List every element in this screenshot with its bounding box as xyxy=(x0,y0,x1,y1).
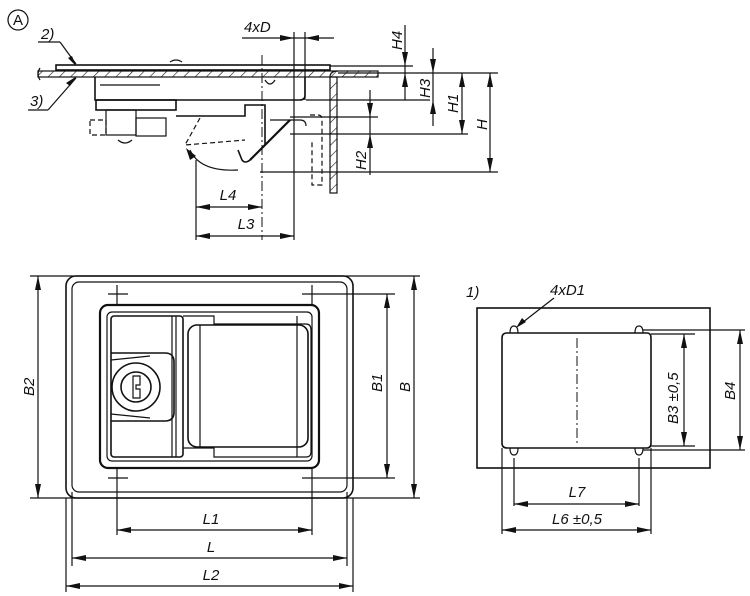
callout-2: 2) xyxy=(40,26,54,43)
recess xyxy=(98,303,321,470)
dim-L-label: L xyxy=(207,539,215,556)
dim-B3-label: B3 ±0,5 xyxy=(665,372,682,424)
dim-L3-label: L3 xyxy=(238,216,255,233)
hole-center-marks xyxy=(108,285,395,535)
dim-L6: L6 ±0,5 xyxy=(502,511,651,533)
flange-plate xyxy=(55,64,331,71)
hole xyxy=(509,325,519,334)
arrowhead xyxy=(66,76,77,86)
mounting-holes xyxy=(509,325,644,456)
dim-H: H xyxy=(474,73,493,172)
latch-hidden-position xyxy=(310,114,323,186)
dim-L7: L7 xyxy=(514,484,639,507)
handle-tip xyxy=(169,59,183,63)
screw-head xyxy=(264,79,276,85)
dim-4xD-label: 4xD xyxy=(244,19,271,36)
rotation-arc xyxy=(189,149,239,171)
dim-L4: L4 xyxy=(196,187,262,210)
dim-H4-label: H4 xyxy=(389,31,406,50)
dim-B3: B3 ±0,5 xyxy=(665,334,687,446)
dim-B2-label: B2 xyxy=(21,377,38,396)
dim-H4: H4 xyxy=(389,25,408,100)
dim-B1: B1 xyxy=(369,294,390,478)
dim-B1-label: B1 xyxy=(369,374,386,392)
dim-L2-label: L2 xyxy=(203,567,220,584)
dim-L4-label: L4 xyxy=(220,187,237,204)
dim-H2-label: H2 xyxy=(353,150,370,170)
arrowhead xyxy=(68,56,76,66)
panel-bend xyxy=(329,70,339,78)
view-marker-label: A xyxy=(13,12,23,29)
outer-frame xyxy=(65,275,354,499)
handle-frame xyxy=(183,315,312,458)
dim-B-label: B xyxy=(397,382,414,392)
dim-H1-label: H1 xyxy=(445,94,462,113)
dim-L2: L2 xyxy=(66,567,353,589)
dim-L6-label: L6 ±0,5 xyxy=(552,511,603,528)
dim-L7-label: L7 xyxy=(569,484,586,501)
lock-housing-detail xyxy=(110,355,151,419)
recess-inner xyxy=(106,311,313,462)
dim-4xD: 4xD xyxy=(242,19,334,41)
dim-L3: L3 xyxy=(196,216,294,239)
dim-B: B xyxy=(397,276,417,498)
dim-4xD1-label: 4xD1 xyxy=(550,282,585,299)
latch-rotated xyxy=(183,117,246,146)
dim-L1: L1 xyxy=(117,511,312,533)
dim-H3-label: H3 xyxy=(417,78,434,98)
dim-B4: B4 xyxy=(722,330,743,450)
arrowhead xyxy=(516,318,526,328)
panel-leg xyxy=(329,76,338,194)
front-view: B2 B1 B L1 L xyxy=(21,275,420,592)
hole xyxy=(634,325,644,334)
lock-body xyxy=(135,117,167,137)
key-slot-icon xyxy=(132,375,141,399)
dim-H2: H2 xyxy=(353,90,373,175)
outer-frame-inner xyxy=(71,281,348,493)
lock-cylinder xyxy=(105,109,137,136)
panel-outline xyxy=(476,307,711,469)
lock-bottom xyxy=(117,139,133,144)
view-marker: A xyxy=(7,9,29,31)
dim-H-label: H xyxy=(474,119,491,130)
latch-tongue xyxy=(249,119,291,161)
dim-B2: B2 xyxy=(21,276,41,498)
dim-L1-label: L1 xyxy=(203,511,220,528)
handle-paddle xyxy=(187,324,309,448)
hole xyxy=(509,447,519,456)
lock-nut xyxy=(95,99,177,111)
break-line xyxy=(37,67,41,81)
side-view: A 2) 3) xyxy=(7,9,498,240)
dim-L: L xyxy=(72,539,347,561)
mounting-panel xyxy=(37,70,379,78)
lock-cylinder xyxy=(111,362,161,412)
panel-cutout xyxy=(501,332,652,449)
housing-body xyxy=(94,77,306,101)
rotation-arrowhead xyxy=(186,148,196,160)
callout-3: 3) xyxy=(30,93,43,110)
hole xyxy=(634,447,644,456)
latch-arm xyxy=(176,104,266,163)
lock-housing xyxy=(111,352,175,422)
lock-core xyxy=(120,371,152,403)
latch-detail xyxy=(270,119,307,127)
lock-compartment xyxy=(110,315,184,458)
lock-cam xyxy=(89,119,107,136)
cutout-note: 1) xyxy=(466,284,479,301)
dim-H1: H1 xyxy=(445,73,465,134)
dim-H3: H3 xyxy=(417,48,436,126)
cutout-view: 1) 4xD1 B3 ±0,5 xyxy=(466,282,745,534)
dim-B4-label: B4 xyxy=(722,382,739,400)
